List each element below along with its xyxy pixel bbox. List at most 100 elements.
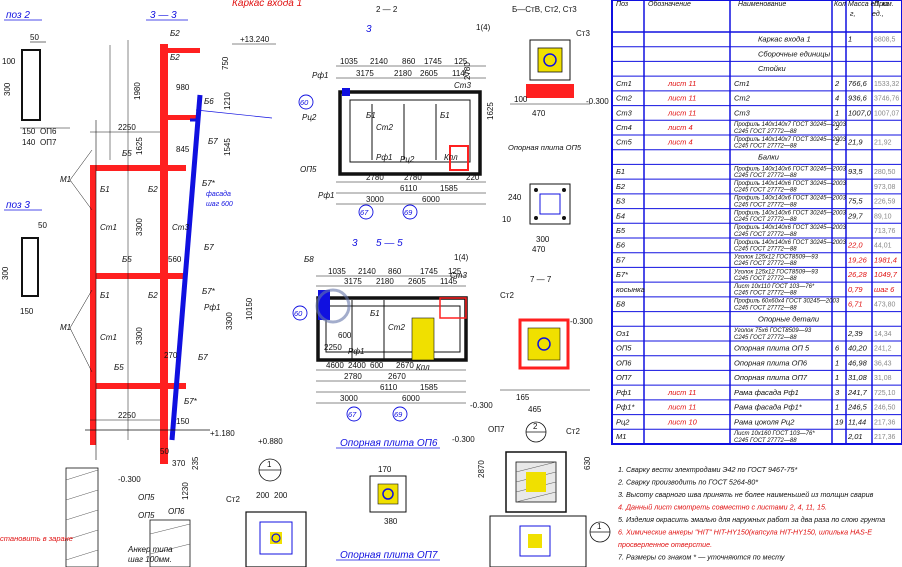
label-st3: Ст3: [172, 223, 189, 232]
table-cell-mass: 246,5: [847, 403, 868, 412]
plan55-label-cm2: Ст2: [388, 323, 405, 332]
plan22-label-kpl: Кпл: [444, 153, 458, 162]
table-cell-name: Профиль 140х140х6 ГОСТ 30245—2003: [734, 166, 846, 172]
section-2-2-view: 3: [366, 24, 372, 35]
table-cell-pos: Б3: [616, 197, 626, 206]
misc-labels: 2780 1625 240 10 -0.300: [463, 62, 522, 410]
dim-1545: 1545: [223, 138, 232, 156]
plan22-axis-69: 69: [404, 208, 413, 217]
op5-plate-title: Опорная плита ОП5: [508, 143, 582, 152]
table-cell-pos: Ст4: [616, 123, 632, 132]
table-cell-note: 3746,76: [874, 96, 899, 103]
table-cell-name: Профиль 140х140х6 ГОСТ 30245—2003: [734, 225, 846, 231]
general-note: 2. Сварку производить по ГОСТ 5264-80*: [617, 478, 758, 487]
plan22-dim-220: 220: [466, 173, 480, 182]
table-cell-ref: лист 11: [667, 108, 696, 117]
op5-dim-470b: 470: [532, 245, 546, 254]
label-op5-a: ОП5: [138, 493, 155, 502]
table-cell-note: 246,50: [874, 405, 896, 412]
plan22-label-rf1s: Рф1: [312, 71, 328, 80]
table-cell-note: 1007,07: [874, 110, 899, 117]
column-st1-red: [90, 165, 96, 445]
table-cell-name-line2: С245 ГОСТ 27772—88: [734, 305, 797, 311]
poz3-dim-150: 150: [20, 307, 34, 316]
table-cell-pos: Б2: [616, 182, 626, 191]
plan55-dim-2605: 2605: [408, 277, 426, 286]
op6-dim-380: 380: [384, 517, 398, 526]
table-cell-name-line2: С245 ГОСТ 27772—88: [734, 144, 797, 150]
table-cell-mass: 29,7: [847, 211, 863, 220]
plan55-axis-60: 60: [294, 309, 303, 318]
plan22-dim-125: 125: [454, 57, 468, 66]
plan22-label-b1b: Б1: [440, 111, 450, 120]
table-cell-name: Каркас входа 1: [758, 35, 811, 44]
table-cell-pos: косынка: [616, 285, 645, 294]
plan55-dim-860: 860: [388, 267, 402, 276]
table-header-qty: Кол: [834, 1, 846, 8]
plan22-axis-60: 60: [300, 98, 309, 107]
general-note: просверленное отверстие.: [618, 540, 712, 549]
table-cell-qty: 4: [835, 94, 839, 103]
op5-dim-470: 470: [532, 109, 546, 118]
plate-op7-title: Опорная плита ОП7: [340, 550, 438, 561]
table-cell-ref: лист 11: [667, 79, 696, 88]
section-5-5-ref: 1(4): [454, 253, 469, 262]
s77-label-cm2: Ст2: [500, 291, 514, 300]
table-cell-mass: 936,6: [848, 94, 868, 103]
plan55-dim-2140: 2140: [358, 267, 376, 276]
table-header-pos: Поз: [616, 1, 629, 8]
dim-1980: 1980: [133, 82, 142, 100]
poz2-op6: ОП6: [40, 127, 57, 136]
dim-750: 750: [221, 56, 230, 70]
table-cell-mass: 46,98: [848, 358, 868, 367]
general-note: 4. Данный лист смотреть совместно с лист…: [618, 503, 827, 512]
plan55-label-b8: Б8: [304, 255, 314, 264]
section-7-7: 7 — 7 Ст2 -0.300 165 465: [500, 275, 593, 414]
table-cell-name-line2: С245 ГОСТ 27772—88: [734, 129, 797, 135]
table-cell-qty: 19: [835, 417, 844, 426]
table-cell-name: Профиль 60х60х4 ГОСТ 30245—2003: [734, 299, 840, 305]
plan22-label-rf1: Рф1: [376, 153, 392, 162]
table-cell-mass: 21,9: [847, 138, 863, 147]
note-fasade-step: шаг 600: [206, 201, 233, 208]
plan22-dim-1585: 1585: [440, 184, 458, 193]
table-cell-qty: 3: [835, 388, 840, 397]
plan55-dim-6000: 6000: [402, 394, 420, 403]
plan22-label-rc2b: Рц2: [302, 113, 317, 122]
table-cell-name: Рама фасада Рф1*: [734, 403, 803, 412]
table-cell-pos: Рф1*: [616, 403, 635, 412]
plan55-axis-69: 69: [394, 410, 403, 419]
label-b5-c: Б5: [114, 363, 124, 372]
column-b2-red: [160, 44, 168, 464]
table-cell-qty: 1: [835, 108, 839, 117]
dim-2250-bot: 2250: [118, 411, 136, 420]
table-cell-mass: 241,7: [847, 388, 868, 397]
plan55-label-kpl: Кпл: [416, 363, 430, 372]
label-b1-a: Б1: [100, 185, 110, 194]
misc-elev: -0.300: [470, 401, 493, 410]
plan22-dim-2180: 2180: [394, 69, 412, 78]
plan22-label-rc2: Рц2: [400, 155, 415, 164]
op7-axis-2: 2: [533, 422, 538, 431]
table-cell-qty: 1: [835, 373, 839, 382]
table-cell-name-line2: С245 ГОСТ 27772—88: [734, 291, 797, 297]
dim-235: 235: [191, 456, 200, 470]
label-rf1: Рф1: [204, 303, 220, 312]
table-cell-ref: лист 10: [667, 417, 698, 426]
label-m1-b: М1: [60, 323, 71, 332]
table-cell-pos: Ст5: [616, 138, 633, 147]
table-cell-name-line2: С245 ГОСТ 27772—88: [734, 261, 797, 267]
poz2-dim-100: 100: [2, 57, 16, 66]
table-cell-mass: 2,39: [847, 329, 863, 338]
table-cell-ref: лист 4: [667, 123, 693, 132]
table-cell-name: Опорная плита ОП 5: [734, 344, 810, 353]
label-st1-b: Ст1: [100, 333, 117, 342]
beam-b5-bot: [90, 383, 186, 389]
table-cell-note: 217,36: [874, 419, 896, 426]
poz2-dim-140: 140: [22, 138, 36, 147]
dim-270: 270: [164, 351, 178, 360]
poz2-op7: ОП7: [40, 138, 57, 147]
plan55-dim-6110: 6110: [380, 383, 398, 392]
table-cell-pos: Ст1: [616, 79, 632, 88]
general-note: 1. Сварку вести электродами Э42 по ГОСТ …: [618, 465, 797, 474]
